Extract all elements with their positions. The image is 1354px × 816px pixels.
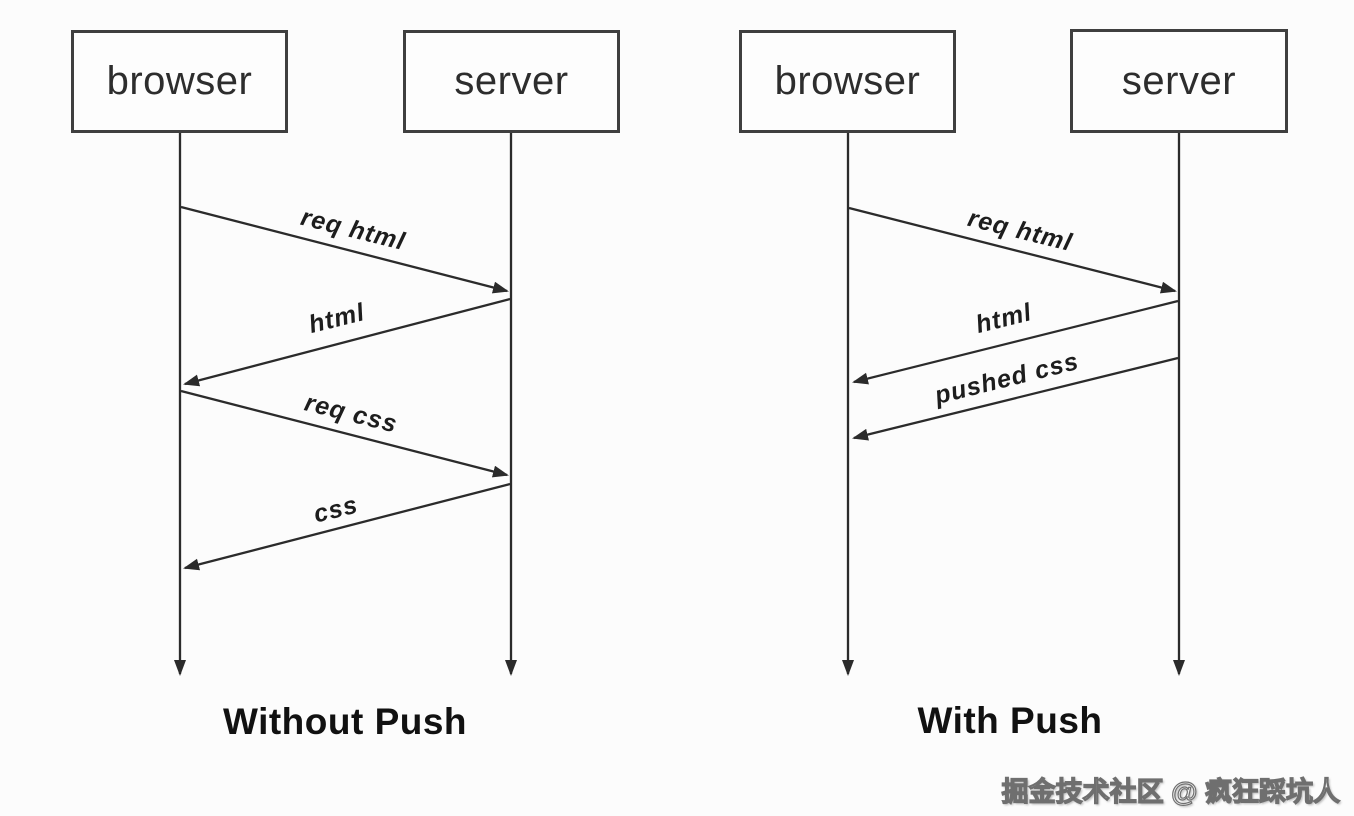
right-diagram-title: With Push xyxy=(917,700,1103,741)
left-browser-actor-box: browser xyxy=(71,30,288,133)
left-browser-label: browser xyxy=(106,59,253,103)
right-server-label: server xyxy=(1121,58,1237,103)
right-arrow-pushed-css xyxy=(852,356,1179,441)
right-server-actor-box: server xyxy=(1070,29,1288,133)
right-arrow-html xyxy=(852,299,1179,385)
left-arrow-css xyxy=(183,482,511,571)
left-arrow-html xyxy=(183,297,511,387)
right-browser-label: browser xyxy=(774,59,921,103)
right-arrow-req-html xyxy=(848,206,1177,294)
left-server-label: server xyxy=(454,59,569,103)
watermark-text: 掘金技术社区 @ 疯狂踩坑人 xyxy=(1001,776,1341,807)
left-diagram-title: Without Push xyxy=(222,701,468,742)
left-arrow-req-css xyxy=(180,389,509,478)
right-browser-actor-box: browser xyxy=(739,30,956,133)
left-arrow-req-html xyxy=(180,205,509,294)
left-server-actor-box: server xyxy=(403,30,620,133)
